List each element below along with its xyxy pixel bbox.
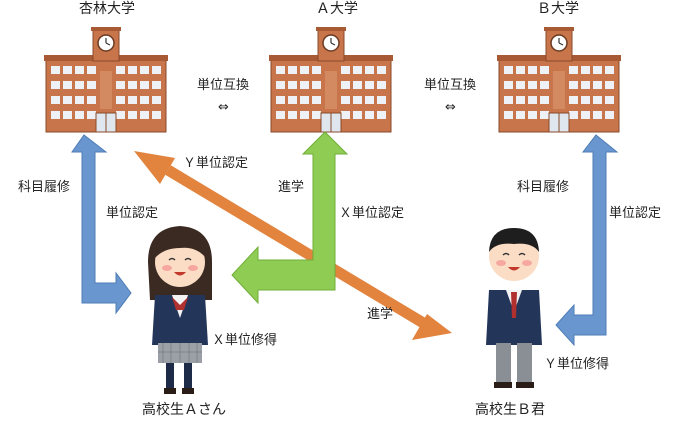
y-credit-recognition-label: Ｙ単位認定 bbox=[183, 156, 249, 171]
credit-exchange-right-symbol: ⇔ bbox=[445, 100, 456, 115]
kyorin-to-student-a-arrow bbox=[71, 134, 132, 315]
kyorin-university-building bbox=[43, 26, 169, 133]
university-a-title: Ａ大学 bbox=[316, 1, 358, 17]
b-university-to-student-b-arrow bbox=[555, 134, 619, 347]
credit-exchange-left-symbol: ⇔ bbox=[218, 100, 229, 115]
x-credit-recognition-arrow bbox=[231, 131, 349, 305]
student-b-credit-label: Ｙ単位修得 bbox=[544, 357, 610, 372]
student-a-credit-label: Ｘ単位修得 bbox=[212, 333, 278, 348]
university-b-title: Ｂ大学 bbox=[537, 1, 579, 17]
advance-a-label: 進学 bbox=[278, 180, 305, 195]
university-a-building bbox=[268, 26, 394, 133]
course-enrollment-left-label: 科目履修 bbox=[18, 180, 71, 195]
student-a-figure bbox=[148, 226, 212, 394]
advance-to-b-arrow-shaft bbox=[165, 165, 433, 332]
university-b-building bbox=[496, 26, 622, 133]
credit-recognition-right-label: 単位認定 bbox=[609, 206, 662, 221]
student-a-name: 高校生Ａさん bbox=[142, 402, 226, 418]
advance-to-b-arrowhead bbox=[412, 314, 452, 340]
student-b-name: 高校生Ｂ君 bbox=[475, 402, 545, 418]
advance-b-label: 進学 bbox=[367, 307, 394, 322]
y-credit-recognition-arrowhead bbox=[134, 151, 175, 184]
credit-recognition-left-label: 単位認定 bbox=[106, 206, 159, 221]
course-enrollment-right-label: 科目履修 bbox=[517, 180, 570, 195]
credit-exchange-left-label: 単位互換 bbox=[197, 78, 250, 93]
student-b-figure bbox=[486, 228, 542, 388]
credit-exchange-right-label: 単位互換 bbox=[424, 78, 477, 93]
x-credit-recognition-label: Ｘ単位認定 bbox=[339, 206, 405, 221]
kyorin-university-title: 杏林大学 bbox=[79, 1, 135, 17]
